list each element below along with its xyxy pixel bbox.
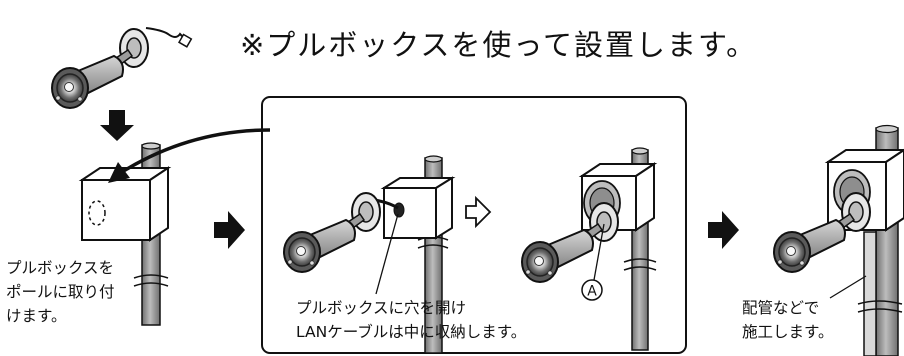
right-arrow-icon: [708, 211, 739, 249]
step2-caption: プルボックスに穴を開け LANケーブルは中に収納します。: [296, 296, 526, 344]
caption-line: プルボックスを: [6, 259, 115, 277]
caption-line: LANケーブルは中に収納します。: [296, 323, 527, 341]
caption-line: 施工します。: [742, 323, 834, 341]
right-arrow-icon: [214, 211, 245, 249]
down-arrow-icon: [100, 110, 134, 141]
step1-caption: プルボックスを ポールに取り付 けます。: [6, 256, 115, 328]
marker-a: [581, 279, 603, 301]
caption-line: プルボックスに穴を開け: [296, 299, 467, 317]
caption-line: ポールに取り付: [6, 283, 115, 301]
hollow-arrow-icon: [465, 195, 492, 229]
caption-line: けます。: [6, 307, 67, 325]
detail-frame: [261, 96, 687, 354]
pull-box-drilled: [380, 176, 456, 240]
cable-icon: [145, 27, 189, 43]
camera-icon: [51, 28, 149, 109]
caption-line: 配管などで: [742, 299, 820, 317]
diagram-title: ※プルボックスを使って設置します。: [240, 28, 758, 62]
curved-arrow-icon: [121, 128, 271, 174]
step3-caption: 配管などで 施工します。: [742, 296, 833, 344]
marker-a-label: A: [587, 284, 597, 300]
